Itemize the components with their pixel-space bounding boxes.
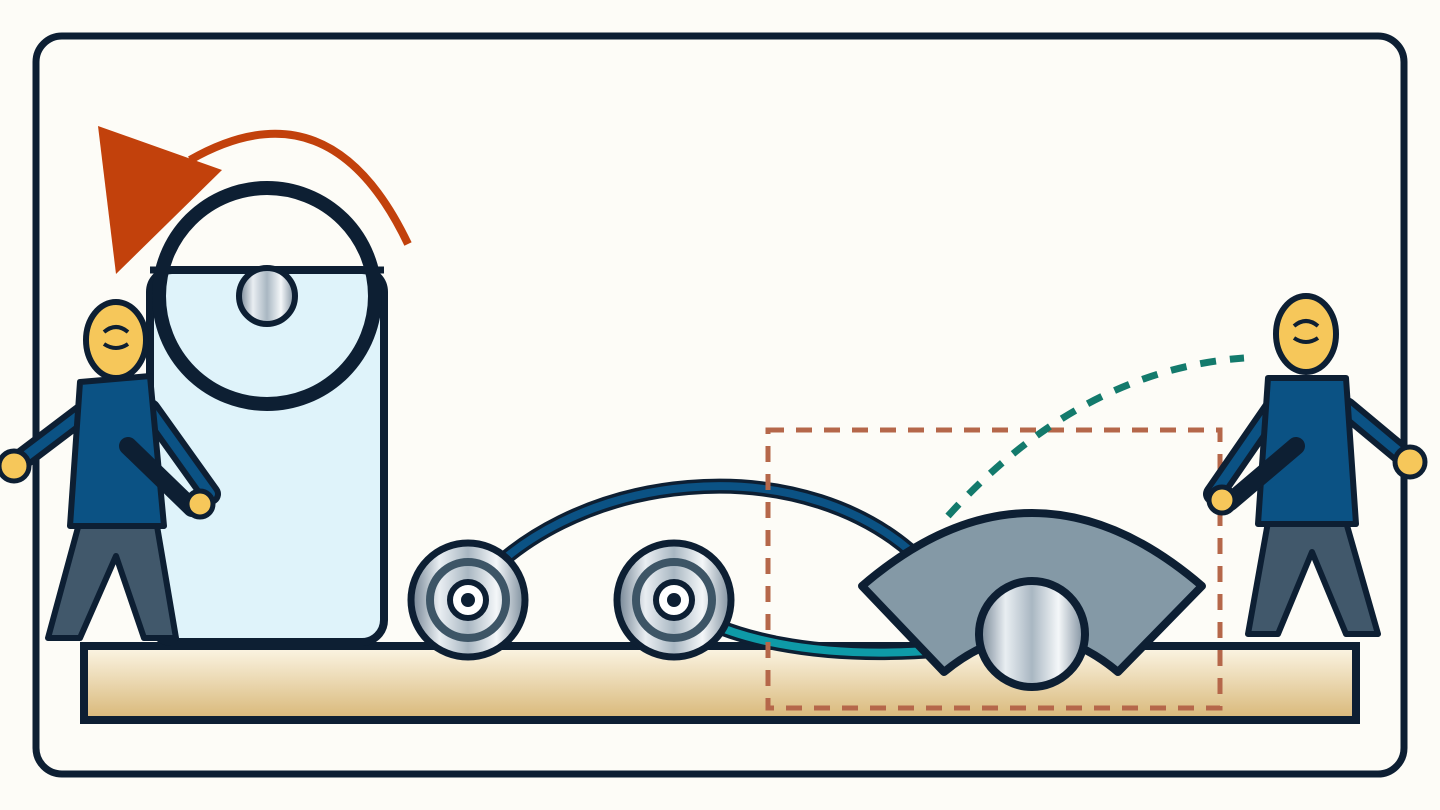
cable-blue-core bbox=[462, 482, 934, 604]
drum-hub bbox=[236, 265, 298, 327]
person-head bbox=[83, 299, 149, 381]
person-icon bbox=[0, 299, 221, 641]
drum-wheel bbox=[152, 181, 382, 411]
cable-reel-icon bbox=[613, 539, 735, 661]
cable-reel-icon bbox=[407, 539, 529, 661]
cabinet-unit bbox=[146, 181, 388, 646]
rotation-arrow-head bbox=[98, 126, 222, 274]
person-icon bbox=[1203, 293, 1428, 637]
fan-hub bbox=[975, 577, 1089, 691]
person-pants bbox=[1245, 519, 1381, 637]
person-pants bbox=[45, 517, 179, 641]
dashed-trajectory bbox=[945, 354, 1245, 519]
platform-plank bbox=[80, 642, 1360, 724]
person-head bbox=[1273, 293, 1339, 375]
fan-sector-icon bbox=[858, 509, 1206, 691]
person-shirt bbox=[67, 373, 167, 529]
dashed-work-zone bbox=[765, 427, 1223, 711]
rotation-arrow-arc bbox=[188, 129, 412, 246]
person-shirt bbox=[1255, 375, 1359, 527]
rotation-arrow-icon bbox=[98, 126, 412, 274]
